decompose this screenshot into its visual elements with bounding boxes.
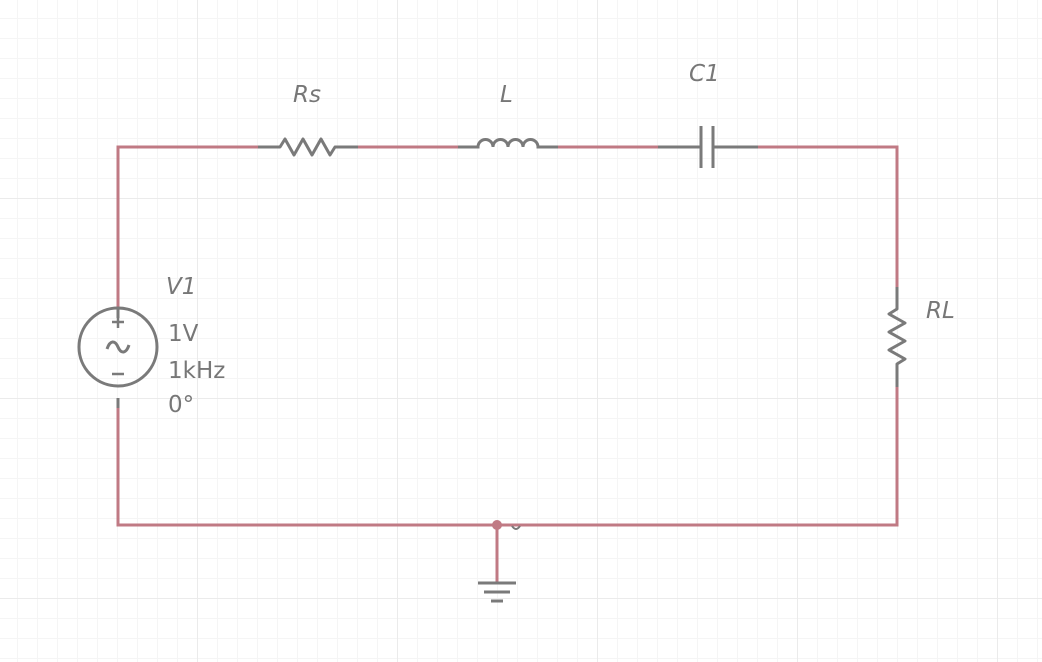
- wire-top-right[interactable]: [756, 145, 899, 289]
- sine-icon: [105, 340, 131, 354]
- junction-node[interactable]: [492, 520, 502, 530]
- ground-icon[interactable]: [478, 581, 516, 603]
- label-rs: Rs: [293, 82, 321, 108]
- ac-source-v1[interactable]: [77, 306, 159, 408]
- label-c1: C1: [689, 61, 720, 87]
- label-rl: RL: [926, 298, 955, 324]
- label-v1-phase: 0°: [168, 392, 195, 418]
- inductor-l[interactable]: [458, 138, 558, 149]
- wire-bottom[interactable]: [116, 385, 899, 527]
- label-l: L: [500, 82, 513, 108]
- resistor-rl[interactable]: [887, 287, 907, 387]
- label-v1-amplitude: 1V: [168, 321, 199, 347]
- resistor-rs[interactable]: [258, 137, 358, 157]
- label-v1: V1: [166, 274, 197, 300]
- label-v1-frequency: 1kHz: [168, 358, 226, 384]
- wire-top-left[interactable]: [116, 145, 260, 310]
- junction-mark: [511, 525, 521, 530]
- plus-icon: [112, 316, 124, 328]
- capacitor-c1[interactable]: [658, 126, 758, 168]
